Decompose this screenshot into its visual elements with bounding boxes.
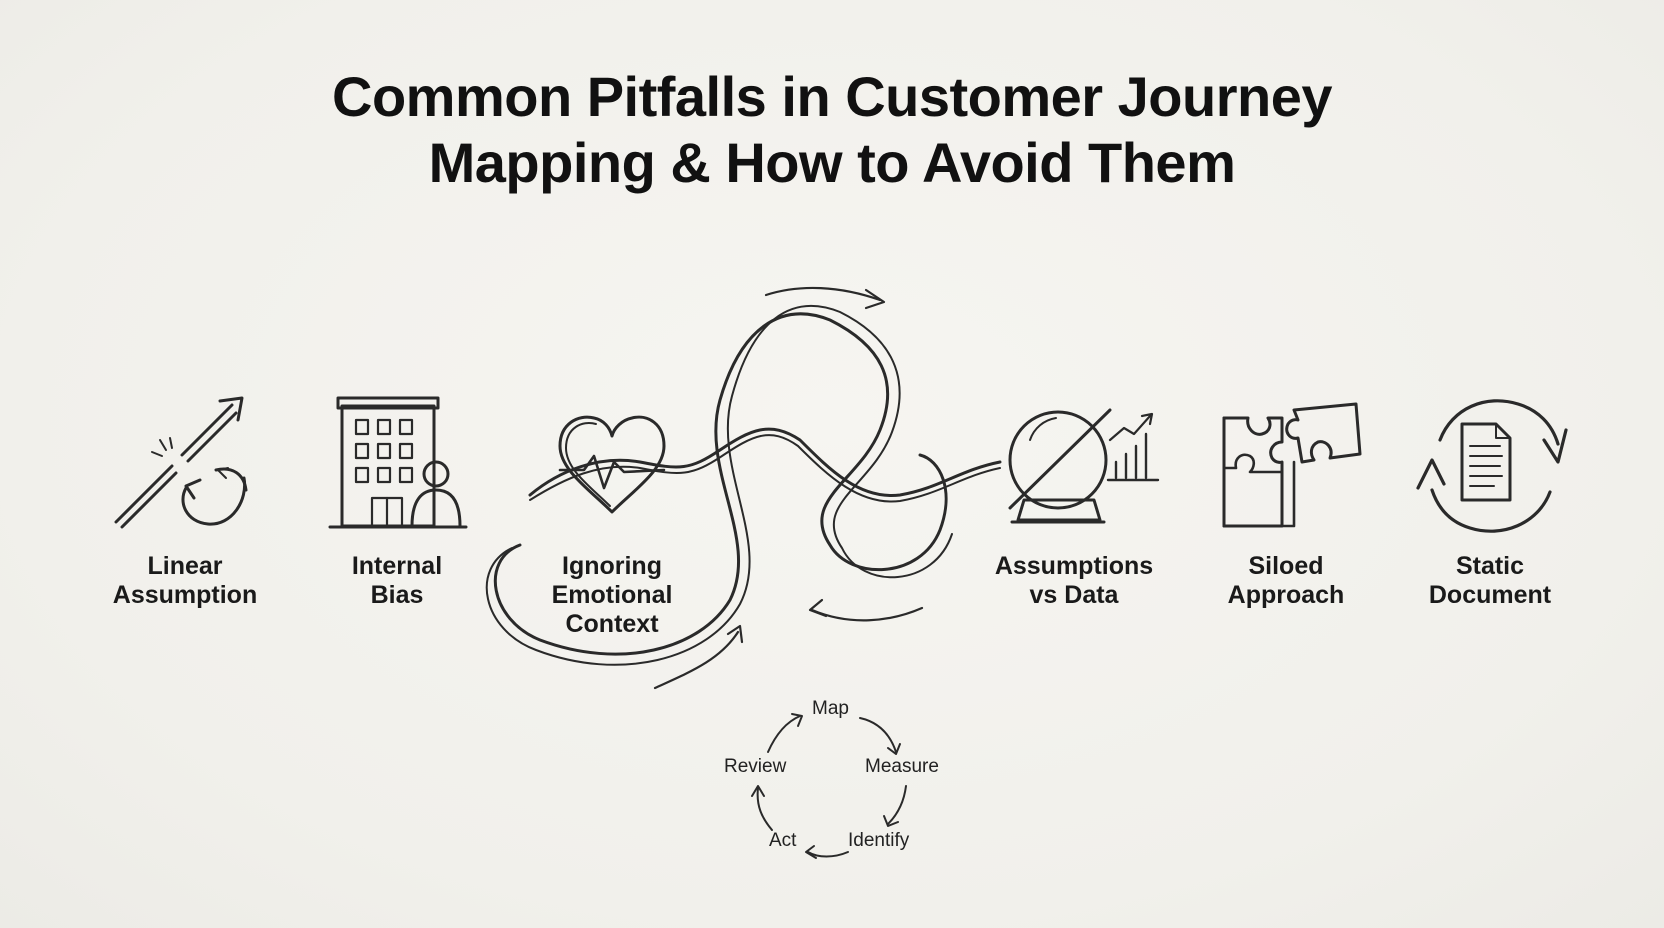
pitfall-label-siloed-approach: Siloed Approach (1176, 552, 1396, 610)
cycle-step-measure: Measure (865, 756, 939, 777)
pitfall-label-line: Siloed (1248, 552, 1324, 580)
document-refresh-icon (1416, 399, 1568, 533)
pitfall-label-line: Bias (370, 581, 424, 609)
pitfall-label-line: Internal (351, 552, 443, 580)
pitfall-label-static-document: Static Document (1380, 552, 1600, 610)
page-title: Common Pitfalls in Customer Journey Mapp… (0, 64, 1664, 196)
pitfall-label-assumptions-vs-data: Assumptions vs Data (964, 552, 1184, 610)
cycle-step-identify: Identify (848, 830, 910, 851)
pitfall-label-internal-bias: Internal Bias (287, 552, 507, 610)
journey-path (485, 286, 1002, 690)
pitfall-label-line: Linear (147, 552, 223, 580)
cycle-step-review: Review (724, 756, 787, 777)
cycle-arrows (751, 713, 907, 859)
pitfall-label-ignoring-emotional-context: Ignoring Emotional Context (502, 552, 722, 639)
pitfall-label-line: Ignoring (562, 552, 662, 580)
pitfall-label-line: vs Data (1029, 581, 1119, 609)
crystal-ball-chart-icon (1008, 408, 1160, 524)
pitfall-label-line: Static (1455, 552, 1525, 580)
title-line-2: Mapping & How to Avoid Them (428, 131, 1236, 194)
title-line-1: Common Pitfalls in Customer Journey (332, 65, 1333, 128)
cycle-step-act: Act (769, 830, 797, 851)
office-building-person-icon (328, 396, 468, 529)
broken-arrow-refresh-icon (114, 396, 248, 529)
cycle-step-map: Map (812, 698, 849, 719)
pitfall-label-line: Emotional (551, 581, 673, 609)
pitfall-label-line: Approach (1227, 581, 1345, 609)
pitfall-label-line: Assumptions (994, 552, 1154, 580)
pitfall-label-linear-assumption: Linear Assumption (75, 552, 295, 610)
pitfall-label-line: Context (565, 610, 659, 638)
heart-pulse-icon (558, 415, 666, 514)
pitfall-label-line: Document (1428, 581, 1552, 609)
pitfall-label-line: Assumption (112, 581, 258, 609)
puzzle-pieces-icon (1222, 402, 1362, 528)
